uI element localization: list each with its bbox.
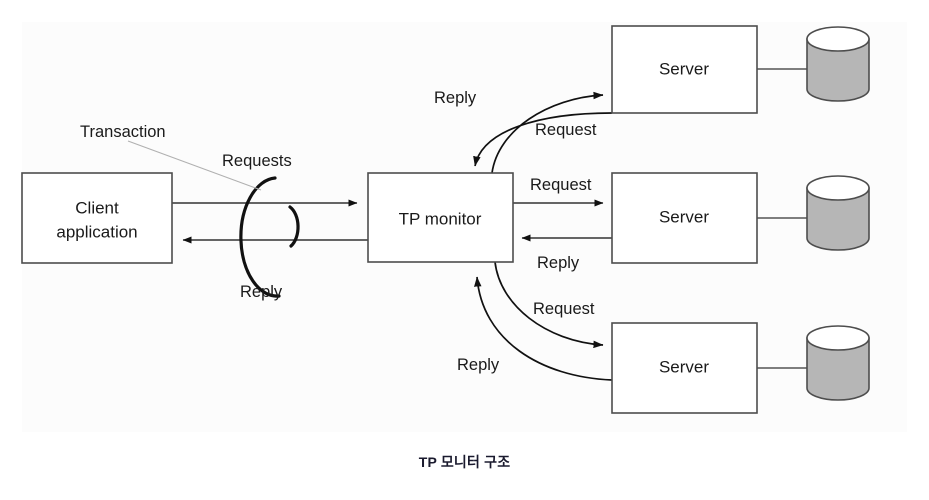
node-server-bottom[interactable]: Server <box>611 322 758 414</box>
server-middle-box[interactable] <box>611 172 758 264</box>
node-tp-monitor[interactable]: TP monitor <box>367 172 514 263</box>
transaction-bracket <box>239 176 300 298</box>
database-bottom <box>757 325 870 401</box>
bottom-request-label: Request <box>533 300 595 318</box>
bottom-reply-label: Reply <box>457 356 500 374</box>
client-application-label-line1: Client <box>75 198 119 217</box>
node-server-top[interactable]: Server <box>611 25 758 114</box>
client-application-label-line2: application <box>56 222 137 241</box>
cylinder-body-bottom <box>806 337 870 401</box>
top-reply-label: Reply <box>434 89 477 107</box>
edge-server-bottom-to-tp-reply <box>474 276 613 381</box>
server-top-label: Server <box>659 59 709 78</box>
tp-monitor-box[interactable] <box>367 172 514 263</box>
database-top <box>757 26 870 102</box>
middle-reply-label: Reply <box>537 254 580 272</box>
server-middle-label: Server <box>659 207 709 226</box>
client-requests-label: Requests <box>222 152 292 170</box>
transaction-annotation-label: Transaction <box>80 123 166 141</box>
cylinder-top-ellipse-bottom <box>806 325 870 351</box>
client-application-box[interactable] <box>21 172 173 264</box>
edge-tp-to-server-top-request <box>491 91 604 174</box>
server-bottom-label: Server <box>659 357 709 376</box>
server-bottom-box[interactable] <box>611 322 758 414</box>
cylinder-top-ellipse-top <box>806 26 870 52</box>
cylinder-top-ellipse-middle <box>806 175 870 201</box>
node-server-middle[interactable]: Server <box>611 172 758 264</box>
cylinder-body-top <box>806 38 870 102</box>
top-request-label: Request <box>535 121 597 139</box>
figure-caption: TP 모니터 구조 <box>418 454 511 470</box>
tp-monitor-label: TP monitor <box>399 209 482 228</box>
transaction-leader-line <box>127 140 262 191</box>
server-top-box[interactable] <box>611 25 758 114</box>
client-reply-label: Reply <box>240 283 283 301</box>
edge-tp-to-server-bottom-request <box>494 261 604 349</box>
node-client-application[interactable]: Client application <box>21 172 173 264</box>
cylinder-body-middle <box>806 187 870 251</box>
middle-request-label: Request <box>530 176 592 194</box>
database-middle <box>757 175 870 251</box>
